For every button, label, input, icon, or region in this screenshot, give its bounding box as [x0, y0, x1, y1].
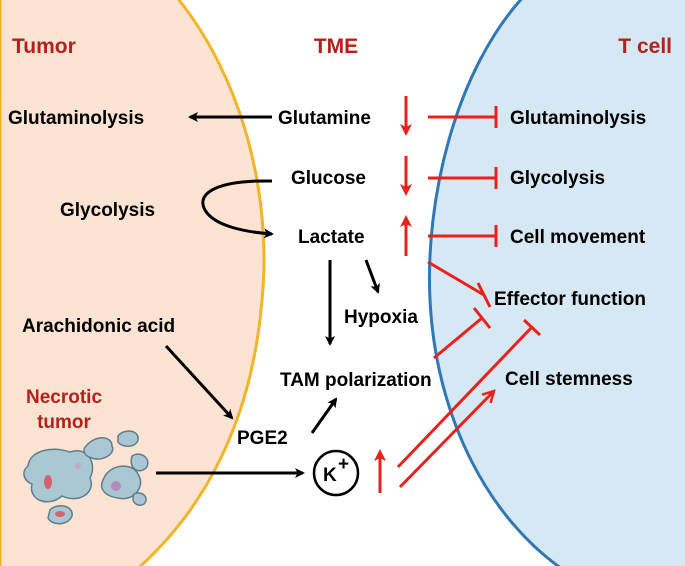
tcell-glycolysis-label: Glycolysis: [510, 168, 605, 189]
tcell-header: T cell: [618, 35, 672, 58]
lactate-inhibit-effector: [427, 260, 492, 308]
tumor-glycolysis-label: Glycolysis: [60, 200, 155, 221]
glucose-label: Glucose: [291, 168, 366, 189]
inhibit-cell-movement: [428, 225, 498, 247]
tumor-header: Tumor: [12, 35, 76, 58]
arachidonic-acid-label: Arachidonic acid: [22, 316, 175, 337]
potassium-charge: +: [338, 454, 349, 475]
hypoxia-label: Hypoxia: [344, 307, 418, 328]
cell-movement-label: Cell movement: [510, 227, 646, 248]
inhibit-tcell-glutaminolysis: [428, 106, 498, 128]
tumor-cell-region: [0, 0, 266, 566]
tcell-region: [428, 0, 685, 566]
lactate-label: Lactate: [298, 227, 365, 248]
inhibit-tcell-glycolysis: [428, 167, 498, 189]
potassium-promote-stemness-arrow: [398, 391, 494, 489]
tam-polarization-label: TAM polarization: [280, 370, 432, 391]
cell-stemness-label: Cell stemness: [505, 369, 633, 390]
effector-function-label: Effector function: [494, 289, 646, 310]
arachidonic-to-pge2-arrow: [164, 344, 234, 420]
potassium-symbol: K: [323, 465, 337, 486]
inhibition-lines: [396, 106, 542, 469]
potassium-ion-node: K +: [312, 449, 360, 497]
pge2-label: PGE2: [237, 428, 288, 449]
tcell-glutaminolysis-label: Glutaminolysis: [510, 108, 646, 129]
necrotic-tumor-illustration: [23, 430, 149, 525]
glutamine-label: Glutamine: [278, 108, 371, 129]
tumor-glutaminolysis-label: Glutaminolysis: [8, 108, 144, 129]
pge2-to-tam-arrow: [310, 397, 338, 434]
tme-header: TME: [314, 35, 358, 58]
tam-inhibit-effector: [433, 307, 492, 360]
glucose-glycolysis-lactate-arrow: [201, 179, 274, 239]
lactate-to-hypoxia-arrow: [364, 259, 380, 294]
necrotic-tumor-label-line2: tumor: [37, 412, 91, 433]
potassium-inhibit-effector: [396, 318, 542, 469]
necrotic-tumor-label-line1: Necrotic: [26, 387, 102, 408]
